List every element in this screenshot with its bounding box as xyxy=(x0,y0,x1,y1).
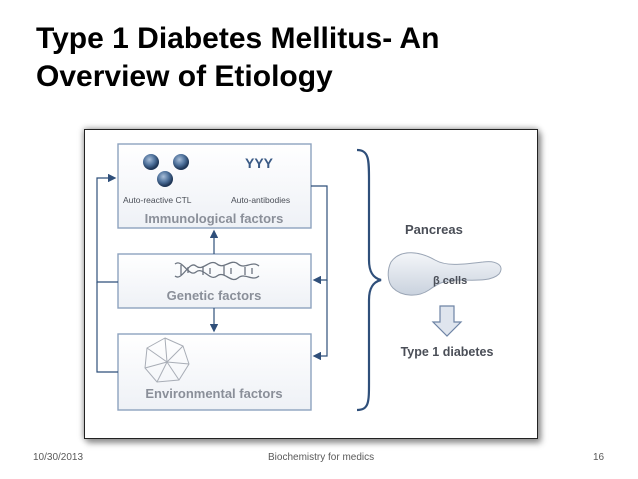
slide-title: Type 1 Diabetes Mellitus- An Overview of… xyxy=(36,20,596,96)
etiology-diagram: YYY Auto-reactive CTL Auto-antibodies Im… xyxy=(85,130,537,438)
footer-page-number: 16 xyxy=(593,452,604,463)
environmental-factors-label: Environmental factors xyxy=(145,386,282,401)
down-arrow-icon xyxy=(433,306,461,336)
antibody-icon: YYY xyxy=(245,155,274,171)
ctl-cell-icon xyxy=(157,171,173,187)
ctl-cell-icon xyxy=(173,154,189,170)
autoantibodies-label: Auto-antibodies xyxy=(231,195,290,205)
etiology-figure: YYY Auto-reactive CTL Auto-antibodies Im… xyxy=(84,129,538,439)
pancreas-label: Pancreas xyxy=(405,222,463,237)
footer-date: 10/30/2013 xyxy=(33,452,83,463)
brace-icon xyxy=(357,150,381,410)
type1-diabetes-label: Type 1 diabetes xyxy=(401,345,494,359)
footer-center-text: Biochemistry for medics xyxy=(268,452,374,463)
beta-cells-label: β cells xyxy=(433,275,467,287)
autoreactive-ctl-label: Auto-reactive CTL xyxy=(123,195,192,205)
pancreas-icon xyxy=(388,253,501,295)
genetic-box: Genetic factors xyxy=(118,254,311,308)
immunological-box: YYY Auto-reactive CTL Auto-antibodies Im… xyxy=(118,144,311,228)
ctl-cell-icon xyxy=(143,154,159,170)
immunological-factors-label: Immunological factors xyxy=(145,211,284,226)
genetic-factors-label: Genetic factors xyxy=(167,288,262,303)
slide-title-line-2: Overview of Etiology xyxy=(36,58,596,96)
slide-title-line-1: Type 1 Diabetes Mellitus- An xyxy=(36,20,596,58)
environmental-box: Environmental factors xyxy=(118,334,311,410)
